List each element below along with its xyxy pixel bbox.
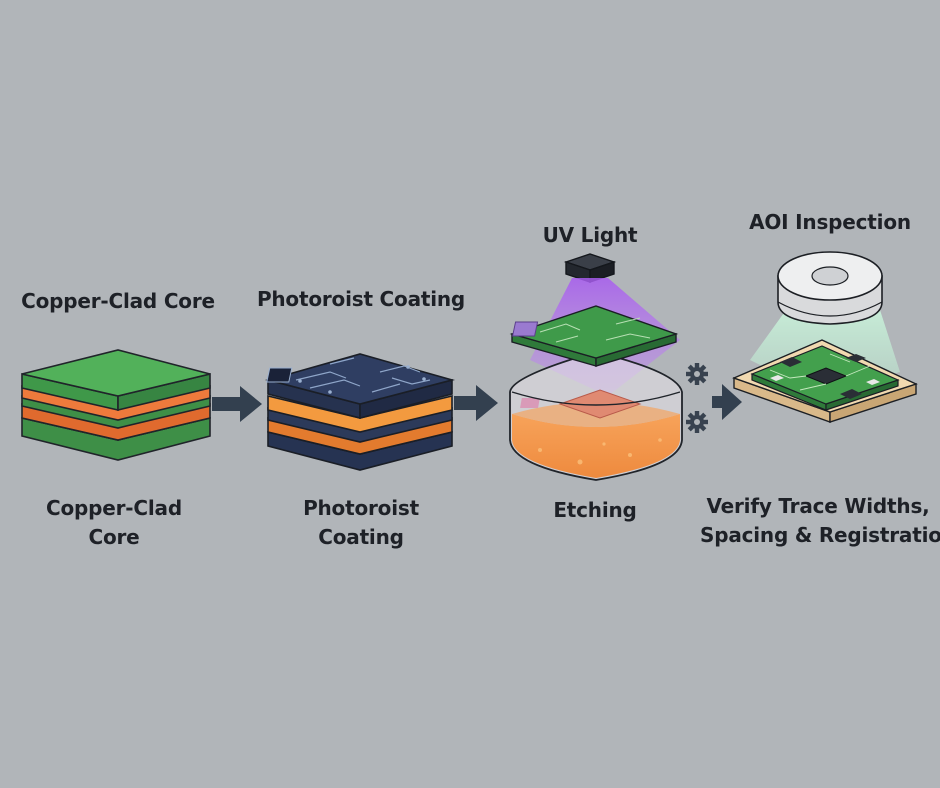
photoresist-title: Photoroist Coating	[256, 287, 466, 311]
aoi-camera-icon	[777, 251, 883, 325]
photoresist-caption-line1: Photoroist	[303, 496, 419, 520]
uv-light-label: UV Light	[542, 223, 638, 247]
gear-icon	[686, 363, 708, 385]
arrow-right-icon	[712, 384, 742, 420]
etching-tank	[509, 351, 683, 481]
etching-label: Etching	[553, 498, 637, 522]
copper-clad-core-stack	[21, 349, 211, 461]
exposed-pcb	[509, 305, 679, 367]
verify-caption-line2: Spacing & Registration	[700, 523, 940, 547]
gear-icon	[686, 411, 708, 433]
arrow-right-icon	[454, 385, 498, 421]
copper-clad-core-title: Copper-Clad Core	[21, 289, 215, 313]
copper-clad-core-caption-line1: Copper-Clad	[46, 496, 182, 520]
aoi-inspection-label: AOI Inspection	[749, 210, 911, 234]
uv-lamp-icon	[563, 253, 617, 283]
photoresist-caption-line2: Coating	[318, 525, 404, 549]
inspected-pcb	[732, 339, 918, 423]
arrow-right-icon	[212, 386, 262, 422]
photoresist-stack	[264, 353, 456, 471]
copper-clad-core-caption-line2: Core	[88, 525, 140, 549]
verify-caption-line1: Verify Trace Widths,	[706, 494, 930, 518]
